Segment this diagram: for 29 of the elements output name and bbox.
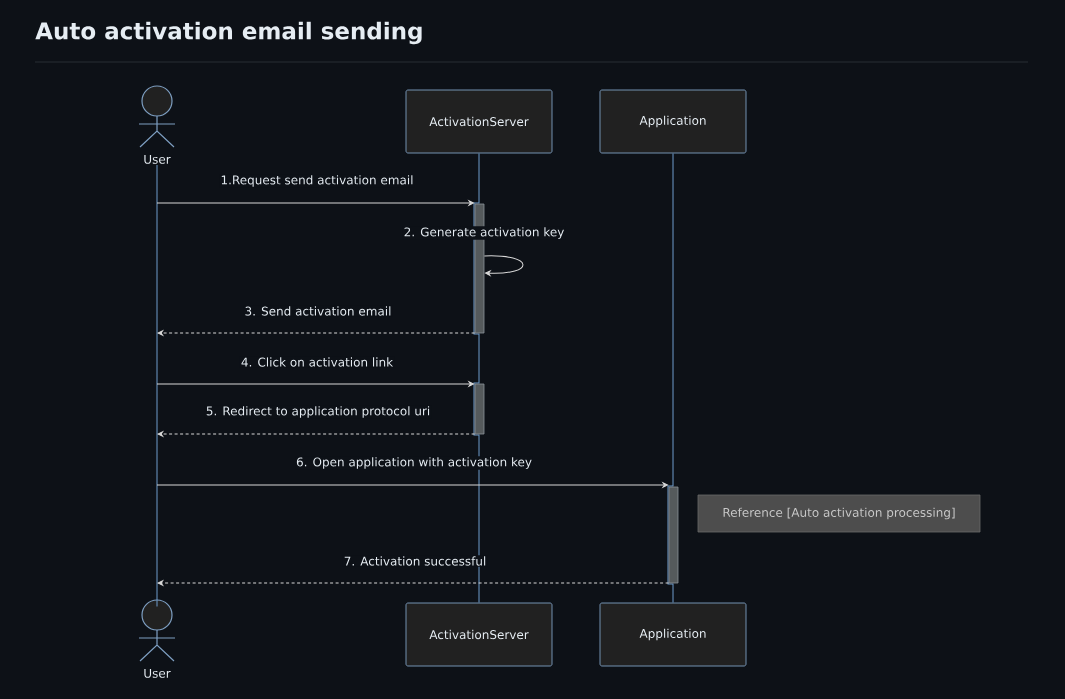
message-arrow: [156, 200, 474, 206]
return-message-arrow: [157, 330, 476, 336]
reference-note: Reference [Auto activation processing]: [697, 494, 981, 533]
participant-box: ActivationServer: [405, 602, 553, 667]
activation-bar: [668, 486, 679, 584]
participant-box: Application: [599, 89, 747, 154]
participant-box: ActivationServer: [405, 89, 553, 154]
activation-bar: [474, 383, 485, 435]
edge-label: 1.Request send activation email: [219, 174, 415, 188]
edge-label: 4. Click on activation link: [239, 356, 395, 368]
title: Auto activation email sending: [35, 21, 422, 45]
edge-label: 6. Open application with activation key: [295, 456, 533, 470]
edge-label: 3. Send activation email: [243, 305, 393, 317]
edge-label: 7. Activation successful: [342, 555, 488, 567]
node-label: User: [144, 668, 171, 678]
node-label: User: [144, 154, 171, 164]
lifeline: [473, 152, 480, 604]
message-arrow: [156, 482, 668, 488]
message-arrow: [156, 381, 474, 387]
lifeline: [667, 152, 674, 604]
return-message-arrow: [157, 580, 670, 586]
actor-figure: User: [138, 85, 176, 164]
participant-box: Application: [599, 602, 747, 667]
actor-figure: User: [138, 599, 176, 678]
edge-label: 2. Generate activation key: [402, 226, 566, 240]
return-message-arrow: [157, 431, 476, 437]
self-message-arrow: [483, 255, 524, 276]
edge-label: 5. Redirect to application protocol uri: [204, 405, 432, 419]
lifeline: [156, 164, 158, 607]
